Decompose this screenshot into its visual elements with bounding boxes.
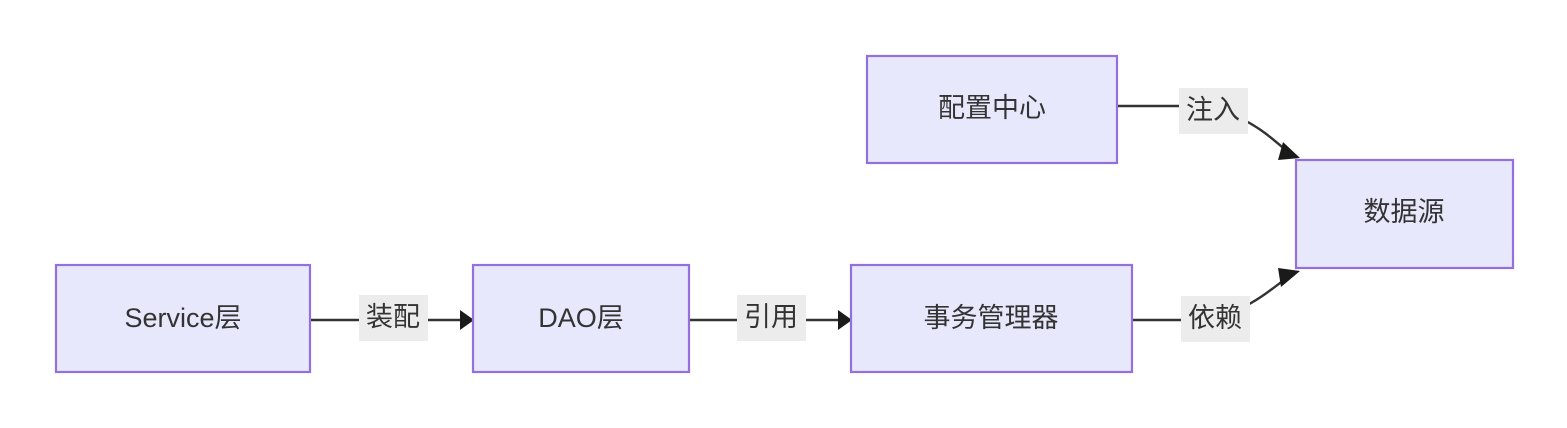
node-label: DAO层	[538, 303, 624, 333]
node-label: 事务管理器	[924, 303, 1059, 333]
edge-label-text: 装配	[366, 302, 420, 332]
node-service[interactable]: Service层	[54, 263, 312, 374]
edge-label-text: 注入	[1186, 95, 1240, 125]
node-label: 数据源	[1364, 197, 1445, 227]
node-config[interactable]: 配置中心	[865, 54, 1119, 165]
edge-label-text: 依赖	[1188, 303, 1242, 333]
edge-label-background	[1179, 88, 1248, 134]
arrowhead-icon	[1278, 142, 1300, 160]
edge-label-yilai: 依赖	[1181, 296, 1250, 342]
edge-label-yinyong: 引用	[737, 295, 806, 341]
edge-label-zhuangpei: 装配	[359, 295, 428, 341]
node-txmanager[interactable]: 事务管理器	[849, 263, 1134, 374]
node-shape	[471, 263, 691, 374]
node-shape	[1294, 158, 1515, 270]
edge-label-background	[737, 295, 806, 341]
edge-label-background	[1181, 296, 1250, 342]
node-label: Service层	[124, 303, 241, 333]
arrowhead-icon	[460, 310, 474, 330]
node-dao[interactable]: DAO层	[471, 263, 691, 374]
node-label: 配置中心	[938, 93, 1046, 123]
edge-label-background	[359, 295, 428, 341]
edge-label-text: 引用	[744, 302, 798, 332]
edge-label-zhuru: 注入	[1179, 88, 1248, 134]
node-datasource[interactable]: 数据源	[1294, 158, 1515, 270]
arrowhead-icon	[838, 310, 852, 330]
node-shape	[849, 263, 1134, 374]
arrowhead-icon	[1278, 268, 1300, 287]
node-shape	[54, 263, 312, 374]
node-shape	[865, 54, 1119, 165]
